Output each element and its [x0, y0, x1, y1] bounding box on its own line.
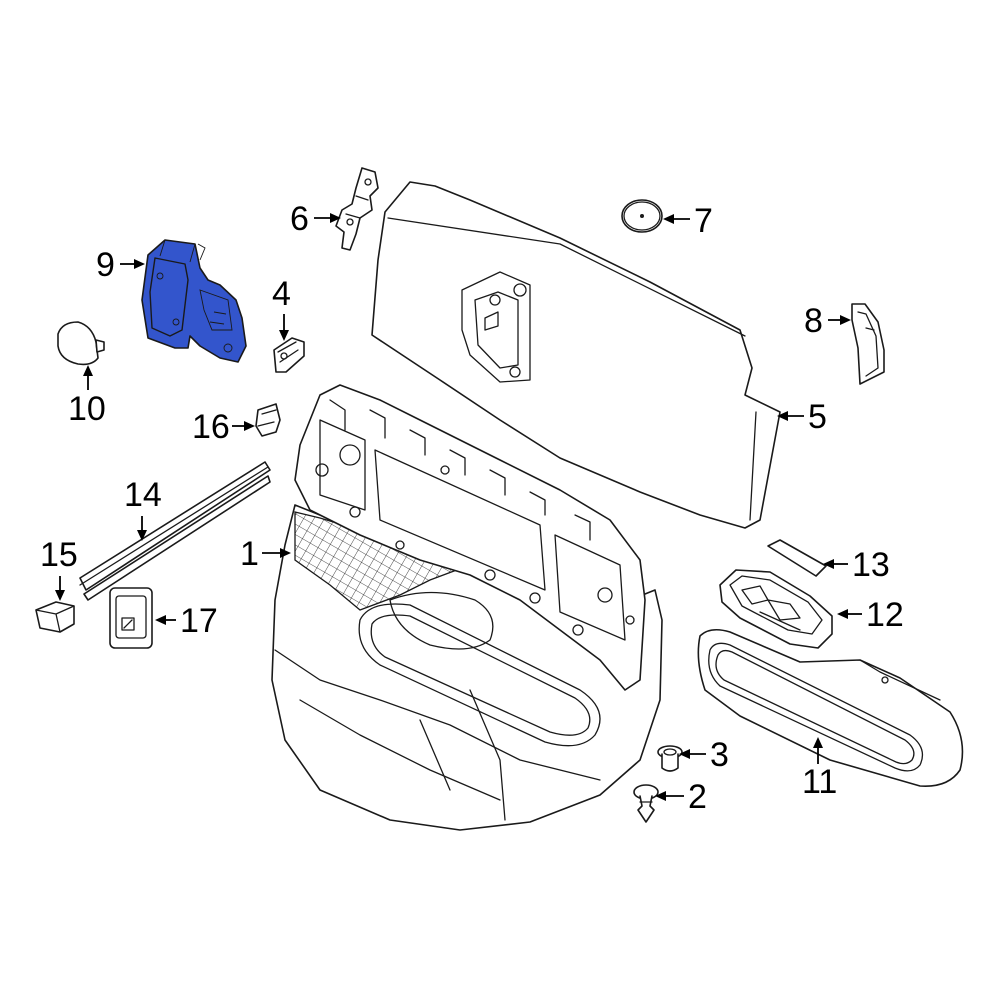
- part-11-armrest: [697, 628, 964, 787]
- callout-8: 8: [804, 302, 851, 340]
- part-10-cap: [57, 321, 105, 366]
- svg-text:8: 8: [804, 302, 823, 340]
- svg-text:11: 11: [802, 763, 837, 801]
- part-15-switch-housing: [35, 601, 75, 633]
- part-13-trim-strip: [767, 539, 827, 577]
- svg-text:13: 13: [852, 546, 890, 584]
- part-4-clip: [273, 337, 305, 373]
- svg-text:15: 15: [40, 536, 78, 574]
- part-5-upper-trim-panel: [371, 181, 781, 529]
- callout-4: 4: [272, 275, 291, 341]
- svg-text:5: 5: [808, 398, 827, 436]
- svg-text:14: 14: [124, 476, 162, 514]
- callout-17: 17: [155, 602, 218, 640]
- part-17-window-switch: [109, 587, 153, 649]
- part-12-switch-bezel: [719, 569, 833, 649]
- callout-14: 14: [124, 476, 162, 541]
- svg-text:6: 6: [290, 200, 309, 238]
- callout-15: 15: [40, 536, 78, 601]
- handle-lever: [149, 257, 189, 337]
- part-8-corner-trim: [851, 303, 885, 385]
- svg-text:12: 12: [866, 596, 904, 634]
- svg-text:9: 9: [96, 246, 115, 284]
- callout-6: 6: [290, 200, 341, 238]
- svg-text:1: 1: [240, 535, 259, 573]
- part-14-window-sweep: [79, 461, 271, 601]
- part-3-push-clip: [657, 745, 683, 772]
- callout-16: 16: [192, 408, 255, 446]
- svg-text:4: 4: [272, 275, 291, 313]
- svg-text:3: 3: [710, 736, 729, 774]
- callout-10: 10: [68, 365, 106, 428]
- part-2-fir-tree-clip: [633, 784, 659, 823]
- callouts: 1 2 3 4 5 6 7: [40, 200, 904, 816]
- svg-text:17: 17: [180, 602, 218, 640]
- callout-13: 13: [823, 546, 890, 584]
- svg-text:2: 2: [688, 778, 707, 816]
- part-6-bracket: [335, 167, 379, 251]
- svg-text:10: 10: [68, 390, 106, 428]
- callout-5: 5: [777, 398, 827, 436]
- svg-text:7: 7: [694, 202, 713, 240]
- part-9-inner-door-handle: [141, 239, 247, 363]
- callout-11: 11: [802, 737, 837, 801]
- callout-3: 3: [679, 736, 729, 774]
- callout-9: 9: [96, 246, 145, 284]
- callout-12: 12: [837, 596, 904, 634]
- part-7-round-plug: [621, 199, 663, 233]
- part-16-clip: [255, 403, 281, 437]
- callout-7: 7: [663, 202, 713, 240]
- callout-2: 2: [655, 778, 707, 816]
- svg-text:16: 16: [192, 408, 230, 446]
- part-1-door-trim-panel: [271, 384, 663, 831]
- callout-1: 1: [240, 535, 291, 573]
